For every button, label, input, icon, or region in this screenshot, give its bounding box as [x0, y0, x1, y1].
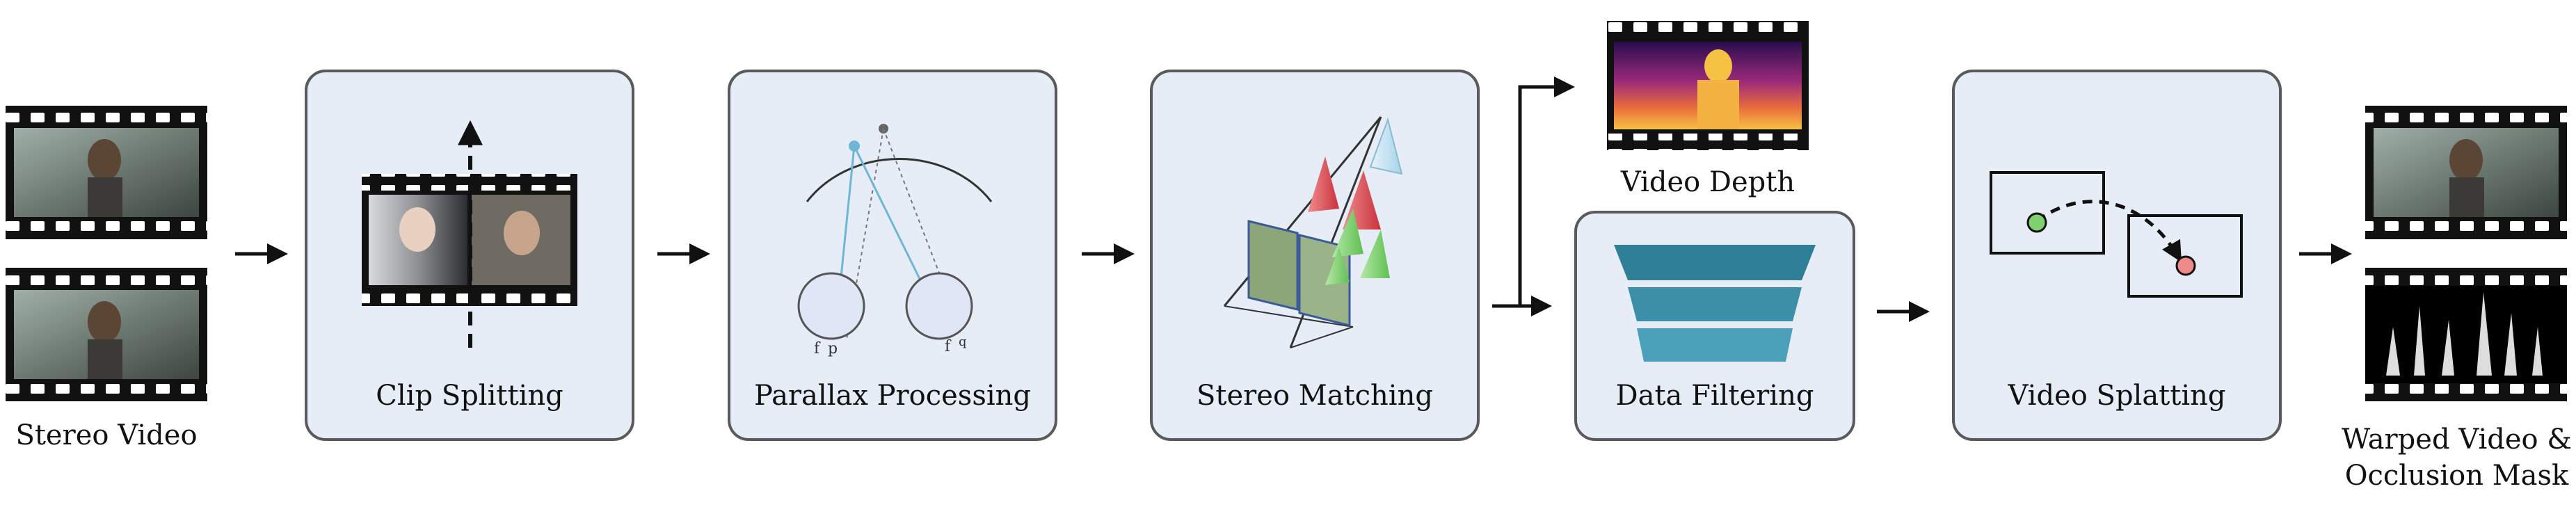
output-label-line1: Warped Video & [2342, 424, 2572, 456]
stereo-matching-illustration [1223, 116, 1403, 348]
parallax-letter-p: p [828, 340, 838, 357]
data-filtering-label: Data Filtering [1615, 380, 1814, 412]
video-depth-label: Video Depth [1620, 166, 1795, 198]
video-splatting-box [1952, 70, 2282, 441]
output-occlusion-mask-film [2365, 268, 2567, 401]
clip-film-strip [362, 174, 577, 306]
parallax-illustration: f p f q [797, 124, 993, 357]
branch-connector [1492, 77, 1575, 308]
output-label-line2: Occlusion Mask [2344, 460, 2569, 492]
source-point [2026, 212, 2047, 233]
parallax-letter-f-right: f [945, 338, 952, 355]
parallax-letter-f-left: f [814, 340, 821, 357]
funnel-icon [1614, 245, 1816, 362]
output-warped-film [2365, 106, 2567, 239]
input-film-bottom [6, 268, 207, 401]
input-film-top [6, 106, 207, 239]
parallax-processing-box [728, 70, 1057, 441]
splatting-illustration [1990, 171, 2243, 298]
parallax-letter-q: q [959, 335, 967, 349]
stereo-video-label: Stereo Video [15, 419, 198, 451]
parallax-processing-label: Parallax Processing [753, 380, 1032, 412]
video-splatting-label: Video Splatting [2008, 380, 2226, 412]
stereo-matching-label: Stereo Matching [1197, 380, 1433, 412]
video-depth-film [1607, 21, 1809, 150]
clip-splitting-label: Clip Splitting [376, 380, 563, 412]
target-point [2175, 255, 2196, 276]
